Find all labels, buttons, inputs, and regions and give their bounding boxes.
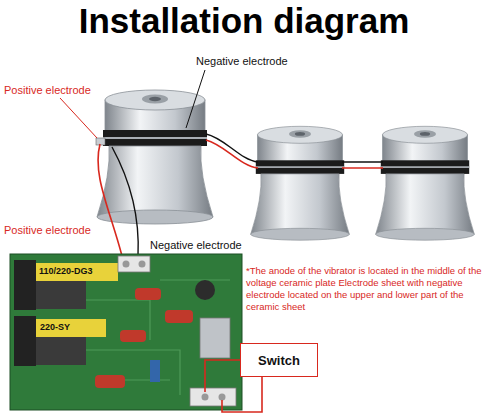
terminal-tab: [96, 138, 105, 145]
switch-label: Switch: [258, 353, 300, 368]
heatsink: [200, 318, 230, 358]
capacitor: [165, 310, 193, 323]
inductor: [195, 280, 215, 300]
transducer: [251, 126, 350, 240]
black-wire: [112, 147, 138, 256]
capacitor: [120, 330, 146, 342]
electrode-label: Negative electrode: [150, 239, 242, 253]
circuit-board: [10, 254, 242, 410]
black-wire: [206, 134, 258, 162]
switch-wire: [205, 360, 240, 392]
red-wire: [342, 167, 383, 169]
electrode-label: Positive electrode: [4, 84, 91, 98]
note-text: *The anode of the vibrator is located in…: [246, 265, 482, 313]
terminal-screw: [219, 394, 226, 401]
leader-line: [186, 70, 205, 128]
transducer: [97, 90, 213, 224]
electrode-label: Positive electrode: [4, 224, 91, 238]
switch-wire: [222, 377, 262, 412]
transformer-tag: [36, 319, 106, 337]
switch-box: Switch: [240, 343, 318, 377]
transformer-tag: [36, 263, 118, 281]
transducer: [376, 126, 475, 240]
capacitor: [135, 288, 161, 300]
transformer-core: [14, 316, 36, 366]
red-wire: [206, 140, 258, 168]
electrode-label: Negative electrode: [196, 55, 288, 69]
capacitor: [150, 360, 160, 382]
transformer: [36, 281, 86, 309]
black-wire: [342, 161, 383, 162]
terminal-block: [190, 388, 236, 406]
transformer-core: [14, 260, 36, 310]
terminal-screw: [202, 394, 209, 401]
capacitor: [95, 375, 125, 388]
leader-line: [60, 98, 97, 138]
terminal-block: [118, 256, 150, 272]
transformer-label: 220-SY: [40, 322, 70, 333]
transformer-label: 110/220-DG3: [39, 266, 93, 277]
transformer: [36, 337, 86, 365]
diagram-title: Installation diagram: [79, 2, 410, 41]
terminal-screw: [139, 261, 146, 268]
terminal-screw: [123, 261, 130, 268]
